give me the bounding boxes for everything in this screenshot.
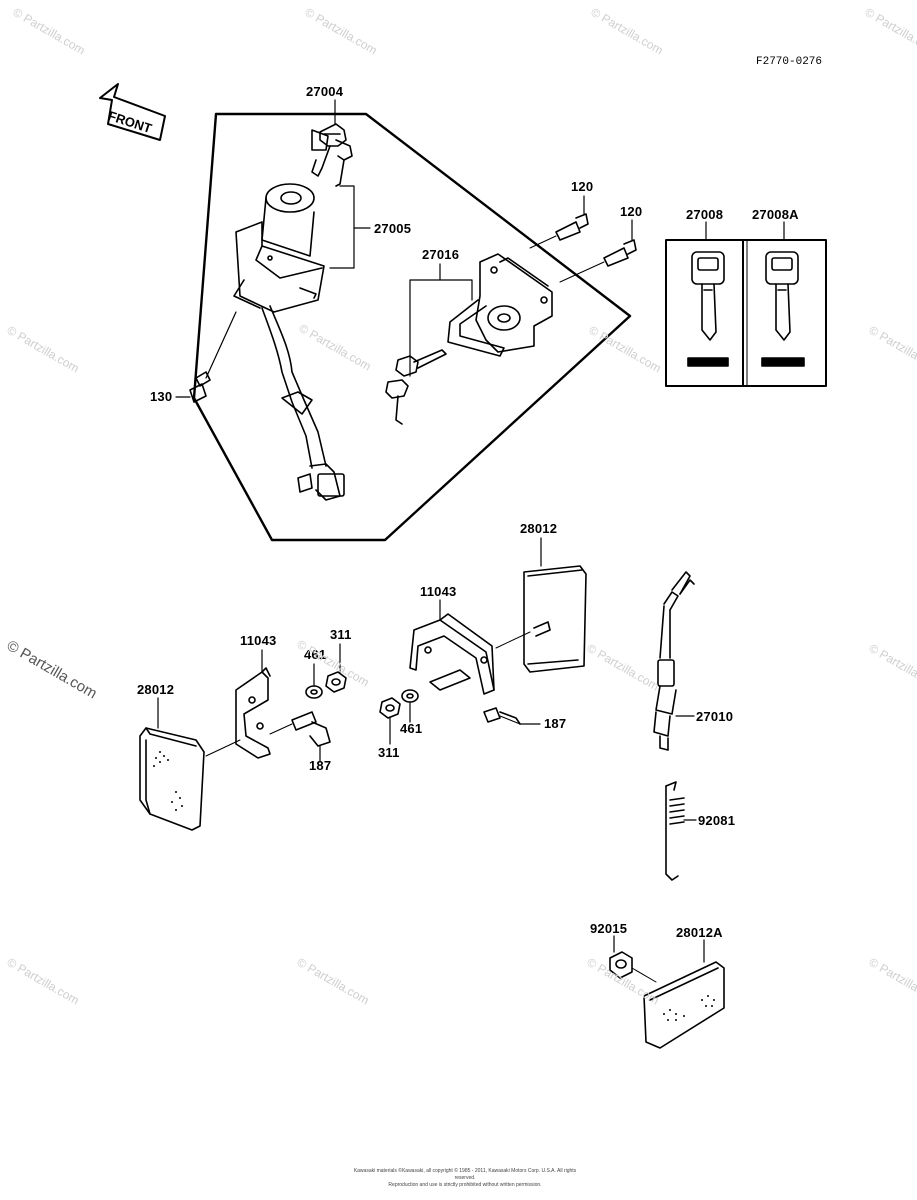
part-label-187-left: 187 (309, 758, 332, 773)
part-label-461-mid: 461 (400, 721, 423, 736)
reflector-28012-top-icon (523, 565, 587, 673)
key-blanks-box (665, 239, 827, 387)
reflector-28012-left-icon (139, 727, 205, 831)
ignition-harness-icon (261, 305, 345, 501)
nut-92015-icon (609, 951, 657, 983)
part-label-11043-right: 11043 (420, 584, 457, 599)
washer-461-mid-icon (401, 689, 419, 703)
spring-92081-icon (665, 781, 685, 881)
part-label-11043-left: 11043 (240, 633, 277, 648)
key-blank-27008-icon (687, 251, 729, 367)
part-label-27004: 27004 (306, 84, 344, 99)
key-blank-27008A-icon (761, 251, 805, 367)
part-label-27010: 27010 (696, 709, 734, 724)
ignition-group-outline (192, 112, 632, 542)
bolt-187-right-icon (483, 707, 521, 725)
part-label-28012A: 28012A (676, 925, 723, 940)
reflector-28012A-icon (643, 961, 725, 1049)
bolt-187-left-icon (269, 711, 331, 747)
ignition-keys-icon (311, 123, 353, 187)
copyright-footer: Kawasaki materials ©Kawasaki, all copyri… (350, 1168, 580, 1189)
reflector-texture (153, 751, 715, 1021)
part-label-461-top: 461 (304, 647, 327, 662)
switch-27010-icon (653, 571, 695, 751)
part-label-27016: 27016 (422, 247, 460, 262)
part-label-187-right: 187 (544, 716, 567, 731)
nut-311-mid-icon (379, 697, 401, 719)
copyright-line: Kawasaki materials ©Kawasaki, all copyri… (353, 1168, 577, 1181)
part-label-27008A: 27008A (752, 207, 799, 222)
ignition-switch-icon (233, 183, 325, 313)
part-label-120-b: 120 (620, 204, 643, 219)
front-arrow-icon (99, 83, 166, 141)
bracket-11043-left-icon (205, 667, 271, 759)
part-label-311-mid: 311 (378, 745, 400, 760)
nut-311-top-icon (325, 671, 347, 693)
part-label-28012-top: 28012 (520, 521, 558, 536)
part-label-27008: 27008 (686, 207, 724, 222)
part-label-130: 130 (150, 389, 173, 404)
part-label-27005: 27005 (374, 221, 412, 236)
part-label-28012-left: 28012 (137, 682, 175, 697)
seat-lock-keys-icon (385, 349, 447, 425)
screw-120-b-icon (559, 239, 637, 283)
bolt-130-icon (189, 311, 237, 403)
part-label-311-top: 311 (330, 627, 352, 642)
part-label-92015: 92015 (590, 921, 628, 936)
reference-code: F2770-0276 (756, 56, 823, 68)
part-label-120-a: 120 (571, 179, 594, 194)
bracket-11043-right-icon (409, 613, 531, 695)
part-label-92081: 92081 (698, 813, 736, 828)
screw-120-a-icon (529, 213, 589, 249)
seat-lock-icon (447, 253, 553, 357)
washer-461-top-icon (305, 685, 323, 699)
copyright-line: Reproduction and use is strictly prohibi… (388, 1182, 542, 1188)
